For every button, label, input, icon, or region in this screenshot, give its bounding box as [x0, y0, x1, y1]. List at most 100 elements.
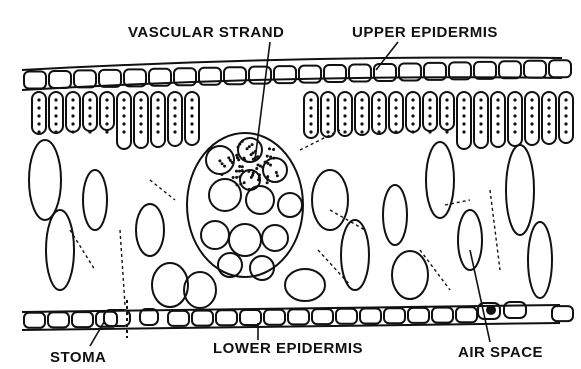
xylem-dot — [266, 181, 269, 184]
chloroplast-dot — [71, 130, 74, 133]
chloroplast-dot — [37, 114, 40, 117]
chloroplast-dot — [190, 122, 193, 125]
chloroplast-dot — [37, 98, 40, 101]
xylem-dot — [258, 176, 261, 179]
chloroplast-dot — [71, 122, 74, 125]
xylem-dot — [235, 154, 238, 157]
xylem-dot — [269, 155, 272, 158]
spongy-cell — [392, 251, 428, 299]
chloroplast-dot — [173, 122, 176, 125]
lower-epidermis-cell — [24, 313, 45, 328]
xylem-dot — [252, 151, 255, 154]
chloroplast-dot — [479, 106, 482, 109]
chloroplast-dot — [377, 106, 380, 109]
air-space-label: AIR SPACE — [458, 344, 543, 361]
chloroplast-dot — [309, 106, 312, 109]
xylem-dot — [238, 170, 241, 173]
chloroplast-dot — [88, 114, 91, 117]
chloroplast-dot — [445, 98, 448, 101]
chloroplast-dot — [122, 130, 125, 133]
lower-epidermis-cell — [384, 308, 405, 323]
upper-epidermis-cell — [349, 65, 371, 82]
upper-epidermis-cell — [549, 60, 571, 77]
lower-epidermis-cell — [312, 309, 333, 324]
chloroplast-dot — [71, 98, 74, 101]
vascular-cell — [278, 193, 302, 217]
stoma-label: STOMA — [50, 349, 106, 366]
chloroplast-dot — [173, 98, 176, 101]
chloroplast-dot — [37, 106, 40, 109]
upper-epidermis-cell — [74, 70, 96, 87]
spongy-cell — [341, 220, 369, 290]
chloroplast-dot — [462, 122, 465, 125]
lower-epidermis-cell — [408, 308, 429, 323]
spongy-cell — [285, 269, 325, 301]
chloroplast-dot — [360, 130, 363, 133]
chloroplast-dot — [139, 114, 142, 117]
xylem-dot — [269, 163, 272, 166]
chloroplast-dot — [122, 98, 125, 101]
vascular-cell — [201, 221, 229, 249]
xylem-dot — [256, 155, 259, 158]
chloroplast-dot — [445, 122, 448, 125]
chloroplast-dot — [309, 130, 312, 133]
chloroplast-dot — [343, 106, 346, 109]
chloroplast-dot — [360, 106, 363, 109]
chloroplast-dot — [445, 106, 448, 109]
chloroplast-dot — [309, 122, 312, 125]
xylem-dot — [273, 157, 276, 160]
lower-epidermis-cell — [72, 312, 93, 327]
chloroplast-dot — [88, 106, 91, 109]
chloroplast-dot — [139, 106, 142, 109]
chloroplast-dot — [411, 114, 414, 117]
lower-epidermis-label: LOWER EPIDERMIS — [213, 340, 363, 357]
xylem-dot — [276, 174, 279, 177]
chloroplast-dot — [479, 122, 482, 125]
palisade-cell — [32, 92, 46, 134]
chloroplast-dot — [54, 114, 57, 117]
chloroplast-dot — [105, 122, 108, 125]
spongy-cell — [184, 272, 216, 308]
chloroplast-dot — [156, 122, 159, 125]
xylem-dot — [223, 165, 226, 168]
chloroplast-dot — [479, 114, 482, 117]
chloroplast-dot — [377, 130, 380, 133]
diffusion-arrows — [70, 130, 500, 305]
chloroplast-dot — [411, 122, 414, 125]
upper-epidermis-cell — [524, 61, 546, 78]
chloroplast-dot — [496, 106, 499, 109]
upper-epidermis-cell — [49, 71, 71, 88]
xylem-dot — [266, 162, 269, 165]
chloroplast-dot — [360, 114, 363, 117]
upper-epidermis-cell — [249, 67, 271, 84]
chloroplast-dot — [394, 114, 397, 117]
chloroplast-dot — [105, 130, 108, 133]
chloroplast-dot — [513, 98, 516, 101]
chloroplast-dot — [479, 130, 482, 133]
chloroplast-dot — [326, 122, 329, 125]
lower-epidermis-cell — [240, 310, 261, 325]
chloroplast-dot — [343, 122, 346, 125]
chloroplast-dot — [139, 122, 142, 125]
upper-epidermis-cell — [499, 61, 521, 78]
xylem-dot — [237, 145, 240, 148]
xylem-dot — [218, 159, 221, 162]
chloroplast-dot — [54, 106, 57, 109]
chloroplast-dot — [445, 114, 448, 117]
chloroplast-dot — [37, 130, 40, 133]
palisade-cell — [406, 92, 420, 132]
chloroplast-dot — [326, 106, 329, 109]
chloroplast-dot — [122, 122, 125, 125]
chloroplast-dot — [326, 130, 329, 133]
xylem-dot — [272, 148, 275, 151]
chloroplast-dot — [156, 130, 159, 133]
chloroplast-dot — [496, 114, 499, 117]
xylem-dot — [241, 169, 244, 172]
xylem-dot — [243, 157, 246, 160]
chloroplast-dot — [105, 114, 108, 117]
lower-epidermis-cell — [432, 308, 453, 323]
xylem-dot — [248, 188, 251, 191]
chloroplast-dot — [360, 122, 363, 125]
chloroplast-dot — [343, 130, 346, 133]
upper-epidermis-cell — [274, 66, 296, 83]
